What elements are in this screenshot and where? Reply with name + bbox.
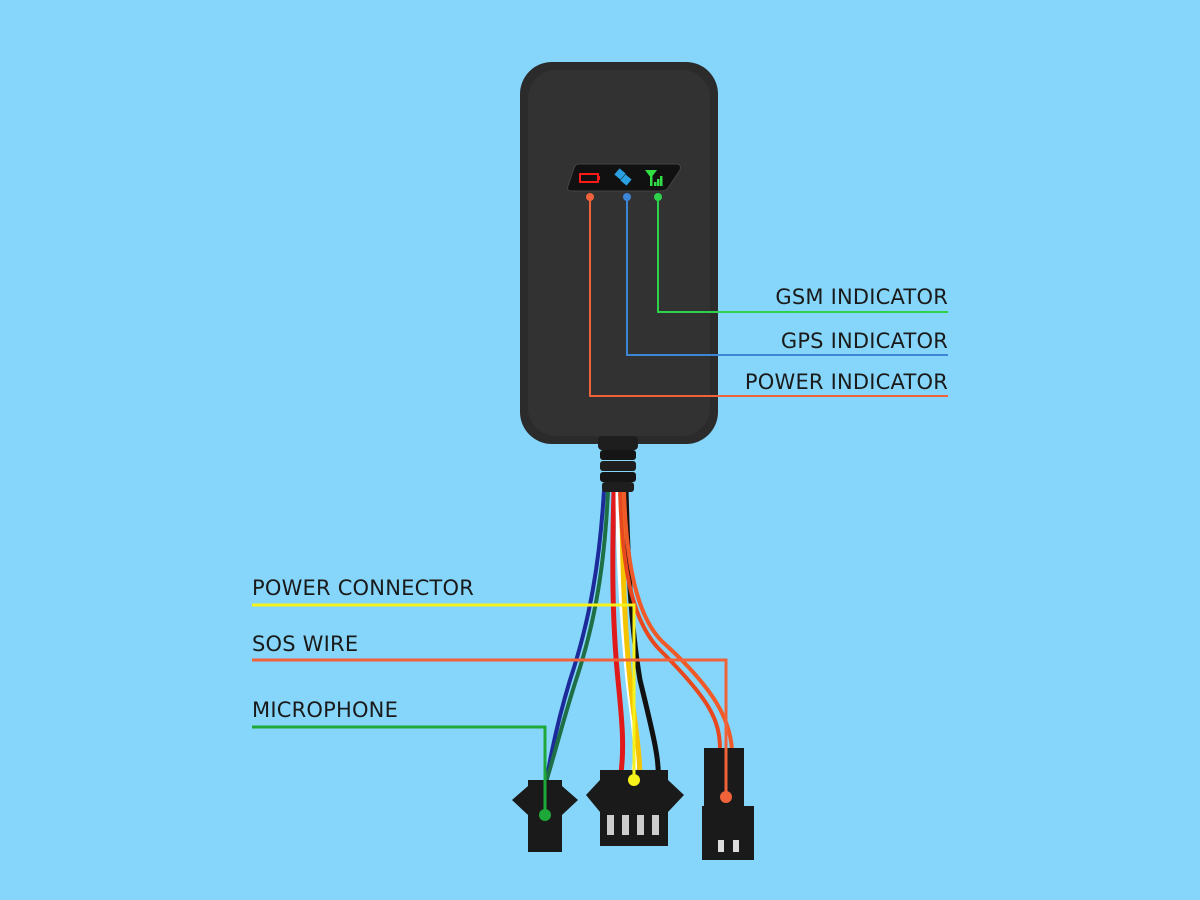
microphone-dot [539,809,551,821]
microphone-callout-line [252,725,547,815]
power-connector-label: POWER CONNECTOR [252,576,474,600]
power-connector-callout-line [252,603,636,780]
power-indicator-label: POWER INDICATOR [744,370,948,394]
power-connector-dot [628,774,640,786]
gps-dot [623,193,631,201]
gsm-dot [654,193,662,201]
sos-wire-label: SOS WIRE [252,632,359,656]
gps-indicator-label: GPS INDICATOR [780,329,948,353]
power-indicator-callout-line [589,197,948,397]
satellite-icon [614,168,632,186]
gsm-callout-line [657,197,948,313]
power-connector-plug [586,770,684,846]
gsm-indicator-label: GSM INDICATOR [775,285,948,309]
microphone-label: MICROPHONE [252,698,399,722]
signal-icon [645,170,663,186]
gps-callout-line [626,197,948,356]
sos-connector [702,748,754,860]
sos-callout-line [252,658,728,797]
power-indicator-dot [586,193,594,201]
sos-dot [720,791,732,803]
cable-strain-relief [598,436,638,492]
wire-bundle [538,489,734,801]
